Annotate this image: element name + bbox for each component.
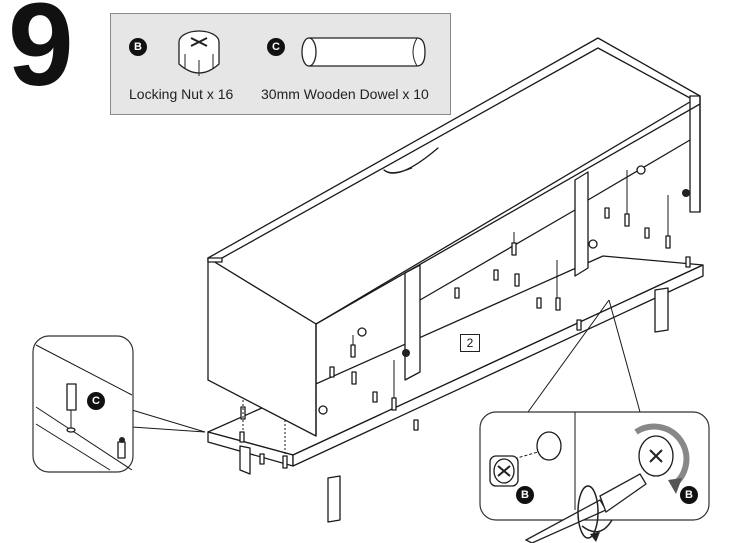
locking-nut-detail-icon (489, 455, 519, 487)
screwdriver-icon (524, 473, 647, 543)
panel-number-label: 2 (460, 334, 480, 352)
part-label-wooden-dowel: 30mm Wooden Dowel x 10 (261, 86, 429, 102)
step-number: 9 (8, 0, 74, 111)
part-badge-b: B (129, 38, 147, 56)
callout-right-badge-b-1: B (516, 486, 534, 504)
locking-nut-icon (178, 30, 220, 76)
callout-left (32, 335, 134, 473)
right-side-panel (689, 95, 701, 213)
callout-pointer-left (131, 409, 206, 433)
back-edge (315, 103, 701, 437)
dowels (239, 207, 691, 469)
parts-list-box: B Locking Nut x 16 C 30mm Wooden Dowel x… (110, 13, 451, 115)
callout-left-badge-c: C (87, 392, 105, 410)
callout-pointer-right (527, 299, 610, 413)
callout-right-badge-b-2: B (680, 486, 698, 504)
bottom-panel (207, 255, 704, 523)
part-label-locking-nut: Locking Nut x 16 (129, 86, 234, 102)
wooden-dowel-icon (301, 37, 426, 67)
guide-lines (242, 170, 669, 456)
callout-right (479, 411, 710, 543)
part-badge-c: C (267, 38, 285, 56)
locking-nuts (318, 165, 690, 415)
